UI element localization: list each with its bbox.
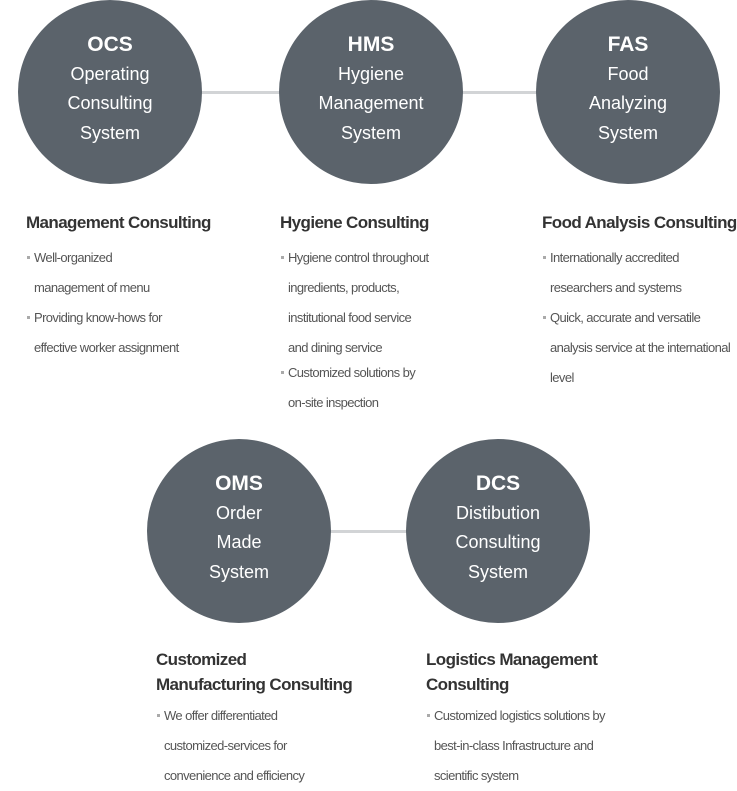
system-name: Order Made System: [208, 502, 269, 582]
manufacturing-consulting-section: Customized Manufacturing Consulting We o…: [156, 647, 353, 791]
section-heading: Customized Manufacturing Consulting: [156, 650, 353, 694]
system-circle-oms: OMS Order Made System: [147, 439, 331, 623]
system-name: Food Analyzing System: [588, 63, 668, 143]
system-abbr: OMS: [215, 471, 263, 495]
bullet-item: Hygiene control throughout ingredients, …: [280, 243, 429, 363]
system-name: Distibution Consulting System: [455, 502, 541, 582]
section-heading: Management Consulting: [26, 213, 211, 232]
system-name: Operating Consulting System: [67, 63, 153, 143]
bullet-item: Internationally accredited researchers a…: [542, 243, 737, 303]
bullet-item: Providing know-hows for effective worker…: [26, 303, 211, 363]
hygiene-consulting-section: Hygiene Consulting Hygiene control throu…: [280, 210, 429, 418]
bullet-item: Customized logistics solutions by best-i…: [426, 701, 606, 791]
logistics-consulting-section: Logistics Management Consulting Customiz…: [426, 647, 606, 791]
bullet-item: Customized solutions by on-site inspecti…: [280, 358, 429, 418]
section-heading: Food Analysis Consulting: [542, 213, 737, 232]
bullet-item: Quick, accurate and versatile analysis s…: [542, 303, 737, 393]
system-circle-dcs: DCS Distibution Consulting System: [406, 439, 590, 623]
section-heading: Logistics Management Consulting: [426, 650, 598, 694]
system-circle-ocs: OCS Operating Consulting System: [18, 0, 202, 184]
connector-line: [450, 91, 550, 94]
system-abbr: HMS: [347, 32, 395, 56]
food-analysis-consulting-section: Food Analysis Consulting Internationally…: [542, 210, 737, 393]
bullet-item: We offer differentiated customized-servi…: [156, 701, 352, 791]
management-consulting-section: Management Consulting Well-organized man…: [26, 210, 211, 363]
bullet-item: Well-organized management of menu: [26, 243, 211, 303]
system-abbr: FAS: [607, 32, 649, 56]
section-heading: Hygiene Consulting: [280, 213, 429, 232]
system-abbr: DCS: [475, 471, 521, 495]
system-circle-fas: FAS Food Analyzing System: [536, 0, 720, 184]
system-abbr: OCS: [87, 32, 133, 56]
connector-line: [320, 530, 420, 533]
system-name: Hygiene Management System: [318, 63, 424, 143]
system-circle-hms: HMS Hygiene Management System: [279, 0, 463, 184]
